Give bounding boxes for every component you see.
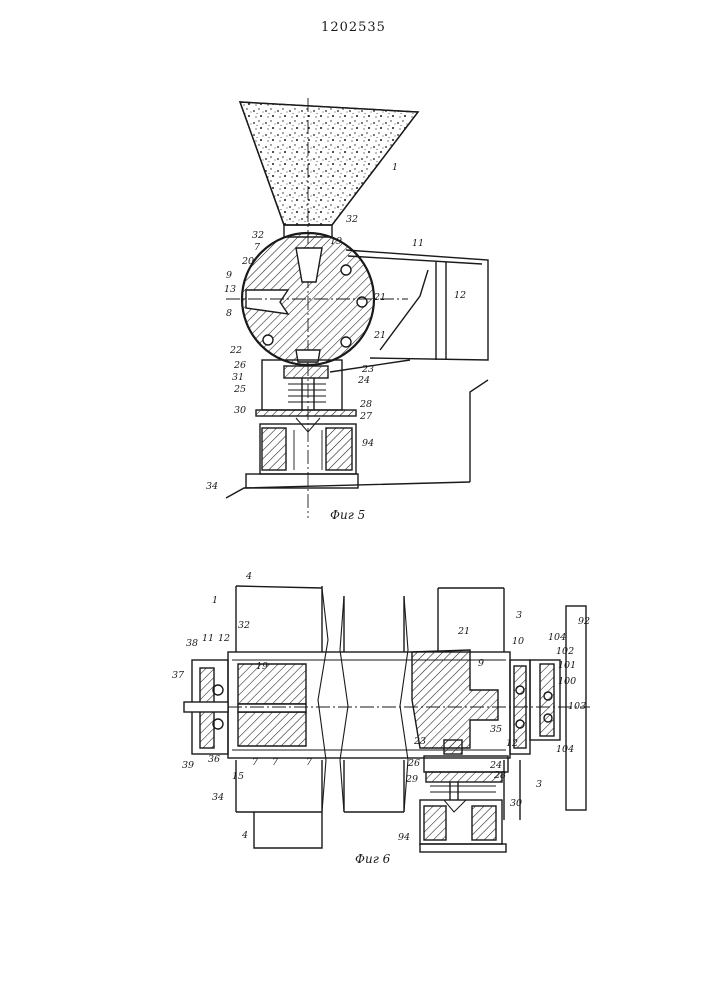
reference-numeral-39: 39 — [182, 760, 194, 771]
reference-numeral-1: 1 — [212, 595, 218, 606]
reference-numeral-19: 19 — [256, 661, 268, 672]
reference-numeral-28: 28 — [493, 770, 506, 781]
reference-numeral-1: 1 — [392, 162, 398, 173]
reference-numeral-9: 9 — [478, 658, 484, 669]
reference-numeral-21: 21 — [373, 330, 386, 341]
reference-numeral-21: 21 — [373, 292, 386, 303]
reference-numeral-26: 26 — [233, 360, 246, 371]
reference-numeral-37: 37 — [172, 670, 185, 681]
reference-numeral-34: 34 — [206, 481, 218, 492]
reference-numeral-19: 19 — [330, 236, 342, 247]
reference-numeral-38: 38 — [186, 638, 198, 649]
reference-numeral-12: 12 — [218, 633, 230, 644]
figure-5 — [226, 98, 488, 518]
reference-numeral-23: 23 — [361, 364, 374, 375]
reference-numeral-7: 7 — [306, 757, 313, 768]
reference-numeral-9: 9 — [226, 270, 232, 281]
reference-numeral-22: 22 — [229, 345, 242, 356]
reference-numeral-104: 104 — [556, 744, 574, 755]
reference-numeral-23: 23 — [413, 736, 426, 747]
reference-numeral-103: 103 — [568, 701, 586, 712]
reference-numeral-15: 15 — [232, 771, 244, 782]
figure-5-caption: Фиг 5 — [330, 508, 365, 522]
reference-numeral-7: 7 — [254, 242, 261, 253]
reference-numeral-13: 13 — [224, 284, 236, 295]
reference-numeral-25: 25 — [233, 384, 246, 395]
reference-numeral-12: 12 — [454, 290, 466, 301]
reference-numeral-3: 3 — [536, 779, 542, 790]
reference-numeral-92: 92 — [578, 616, 590, 627]
reference-numeral-10: 10 — [512, 636, 524, 647]
reference-numeral-94: 94 — [398, 832, 410, 843]
reference-numeral-35: 35 — [490, 724, 502, 735]
reference-numeral-3: 3 — [516, 610, 522, 621]
reference-numeral-12: 12 — [506, 738, 518, 749]
reference-numeral-7: 7 — [252, 757, 259, 768]
reference-numeral-21: 21 — [457, 626, 470, 637]
reference-numeral-20: 20 — [241, 256, 254, 267]
reference-numeral-4: 4 — [245, 571, 252, 582]
reference-numeral-34: 34 — [212, 792, 224, 803]
reference-numeral-11: 11 — [412, 238, 424, 249]
reference-numeral-36: 36 — [208, 754, 220, 765]
reference-numeral-8: 8 — [226, 308, 232, 319]
reference-numeral-24: 24 — [357, 375, 370, 386]
reference-numeral-4: 4 — [241, 830, 248, 841]
reference-numeral-7: 7 — [272, 757, 279, 768]
reference-numeral-102: 102 — [556, 646, 574, 657]
reference-numeral-31: 31 — [232, 372, 244, 383]
reference-numeral-101: 101 — [558, 660, 576, 671]
reference-numeral-29: 29 — [405, 774, 418, 785]
reference-numeral-94: 94 — [362, 438, 374, 449]
reference-numeral-104: 104 — [548, 632, 566, 643]
reference-numeral-100: 100 — [558, 676, 576, 687]
reference-numeral-32: 32 — [346, 214, 358, 225]
reference-numeral-32: 32 — [238, 620, 250, 631]
reference-numeral-28: 28 — [359, 399, 372, 410]
reference-numeral-11: 11 — [202, 633, 214, 644]
reference-numeral-32: 32 — [252, 230, 264, 241]
reference-numeral-30: 30 — [510, 798, 522, 809]
reference-numeral-27: 27 — [359, 411, 373, 422]
reference-numeral-26: 26 — [407, 758, 420, 769]
figure-6-caption: Фиг 6 — [355, 852, 390, 866]
reference-numeral-30: 30 — [234, 405, 246, 416]
